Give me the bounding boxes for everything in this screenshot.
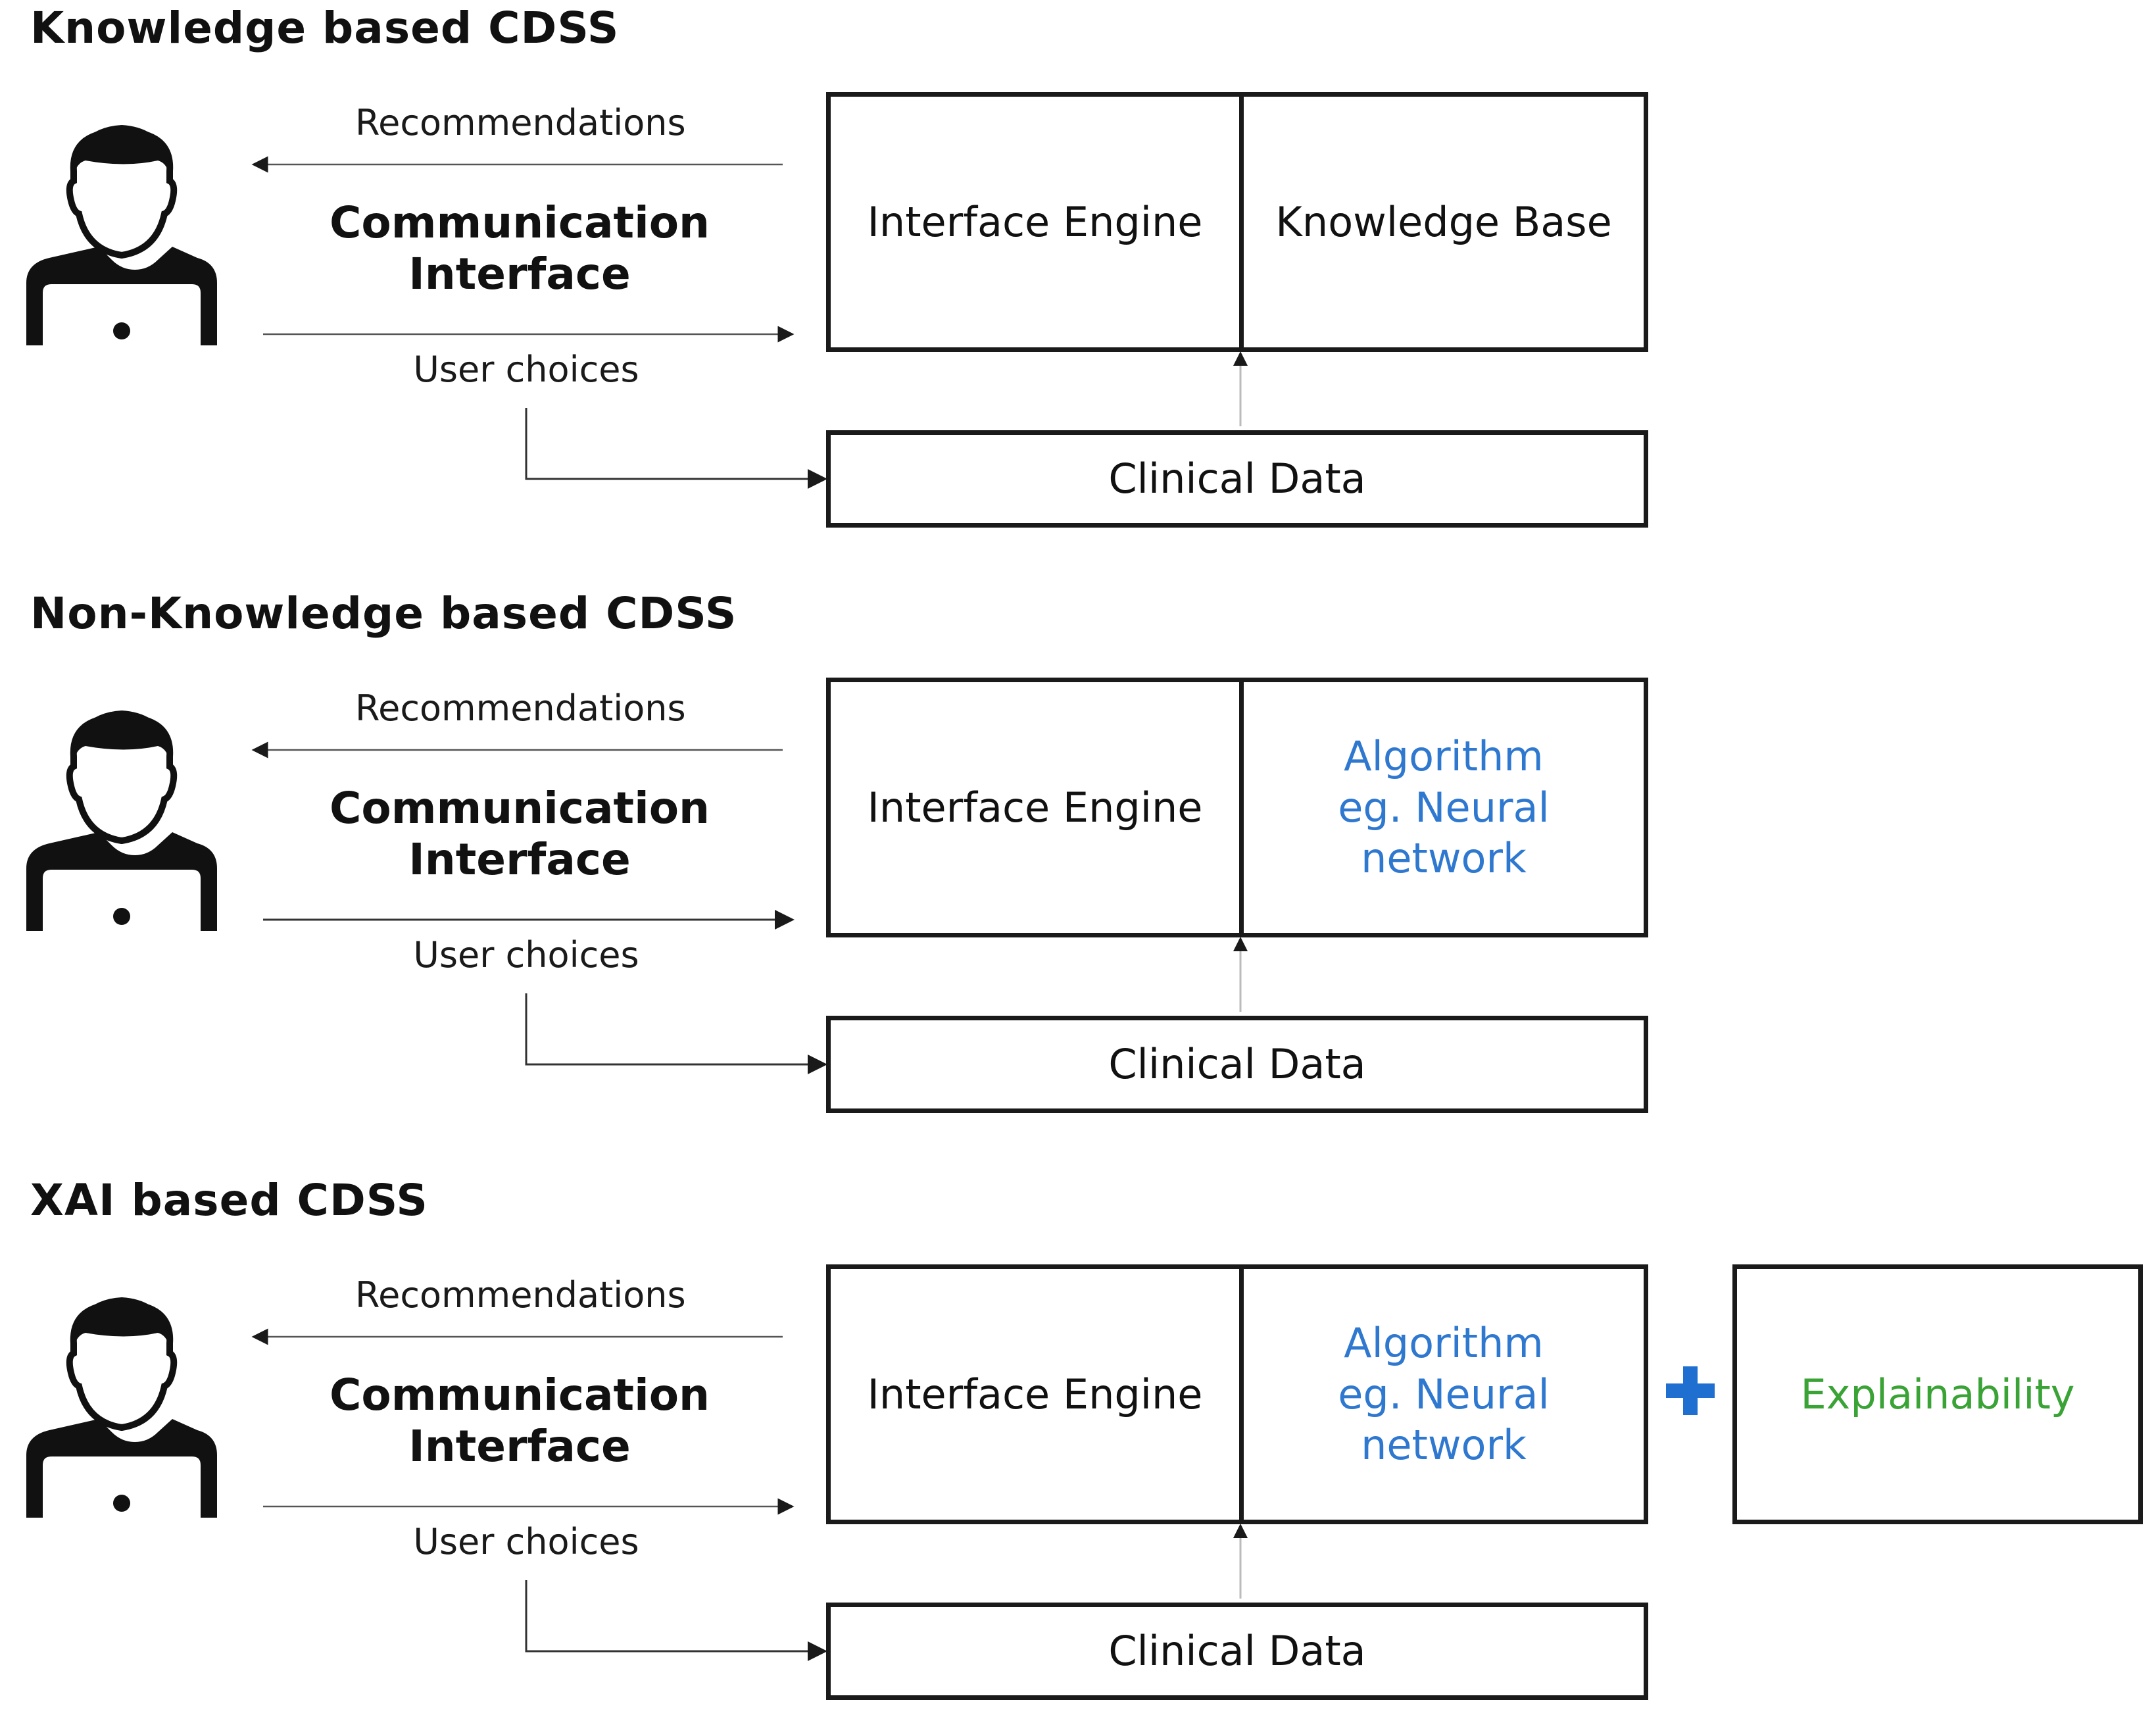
explainability-label: Explainability xyxy=(1800,1370,2075,1418)
cdss-main-box: Interface Engine Algorithm eg. Neural ne… xyxy=(826,678,1648,937)
recommendations-label: Recommendations xyxy=(355,102,686,143)
interface-line: Interface xyxy=(408,1420,631,1472)
communication-line: Communication xyxy=(329,783,710,834)
algorithm-cell: Algorithm eg. Neural network xyxy=(1244,682,1644,933)
algorithm-network-line: network xyxy=(1361,834,1527,883)
algorithm-network-line: network xyxy=(1361,1421,1527,1470)
recommendations-label: Recommendations xyxy=(355,687,686,729)
algorithm-line: Algorithm xyxy=(1344,1319,1544,1368)
recommendations-label: Recommendations xyxy=(355,1274,686,1316)
interface-line: Interface xyxy=(408,834,631,885)
clinical-data-label: Clinical Data xyxy=(1108,1040,1366,1089)
clinical-to-engine-arrowhead xyxy=(1233,1524,1248,1538)
section-title: XAI based CDSS xyxy=(30,1175,428,1226)
clinical-data-box: Clinical Data xyxy=(826,430,1648,528)
box-divider xyxy=(1239,97,1244,347)
cdss-main-box: Interface Engine Algorithm eg. Neural ne… xyxy=(826,1264,1648,1524)
interface-engine-cell: Interface Engine xyxy=(867,197,1203,246)
clinical-data-box: Clinical Data xyxy=(826,1016,1648,1113)
algorithm-example-line: eg. Neural xyxy=(1338,1370,1550,1418)
clinical-to-engine-arrowhead xyxy=(1233,937,1248,951)
user-choices-label: User choices xyxy=(413,349,639,390)
knowledge-base-label: Knowledge Base xyxy=(1275,197,1612,246)
algorithm-line: Algorithm xyxy=(1344,732,1544,781)
interface-line: Interface xyxy=(408,248,631,299)
cdss-main-box: Interface Engine Knowledge Base xyxy=(826,92,1648,352)
clinical-to-engine-arrowhead xyxy=(1233,351,1248,366)
clinical-data-box: Clinical Data xyxy=(826,1603,1648,1700)
section-title: Non-Knowledge based CDSS xyxy=(30,588,737,639)
communication-line: Communication xyxy=(329,1370,710,1420)
algorithm-cell: Algorithm eg. Neural network xyxy=(1244,1269,1644,1520)
communication-interface-label: Communication Interface xyxy=(316,783,723,885)
clinical-data-label: Clinical Data xyxy=(1108,455,1366,503)
section-title: Knowledge based CDSS xyxy=(30,3,620,53)
user-choices-label: User choices xyxy=(413,934,639,976)
clinical-data-label: Clinical Data xyxy=(1108,1627,1366,1676)
user-choices-label: User choices xyxy=(413,1521,639,1562)
communication-line: Communication xyxy=(329,197,710,248)
box-divider xyxy=(1239,1269,1244,1520)
user-choices-to-clinical-arrow xyxy=(525,993,827,1074)
communication-interface-label: Communication Interface xyxy=(316,197,723,300)
algorithm-example-line: eg. Neural xyxy=(1338,783,1550,832)
user-choices-to-clinical-arrow xyxy=(525,1580,827,1661)
knowledge-base-cell: Knowledge Base xyxy=(1244,97,1644,347)
interface-engine-cell: Interface Engine xyxy=(867,1370,1203,1418)
box-divider xyxy=(1239,682,1244,933)
explainability-box: Explainability xyxy=(1732,1264,2143,1524)
communication-interface-label: Communication Interface xyxy=(316,1370,723,1472)
interface-engine-cell: Interface Engine xyxy=(867,783,1203,832)
user-choices-to-clinical-arrow xyxy=(525,408,827,489)
